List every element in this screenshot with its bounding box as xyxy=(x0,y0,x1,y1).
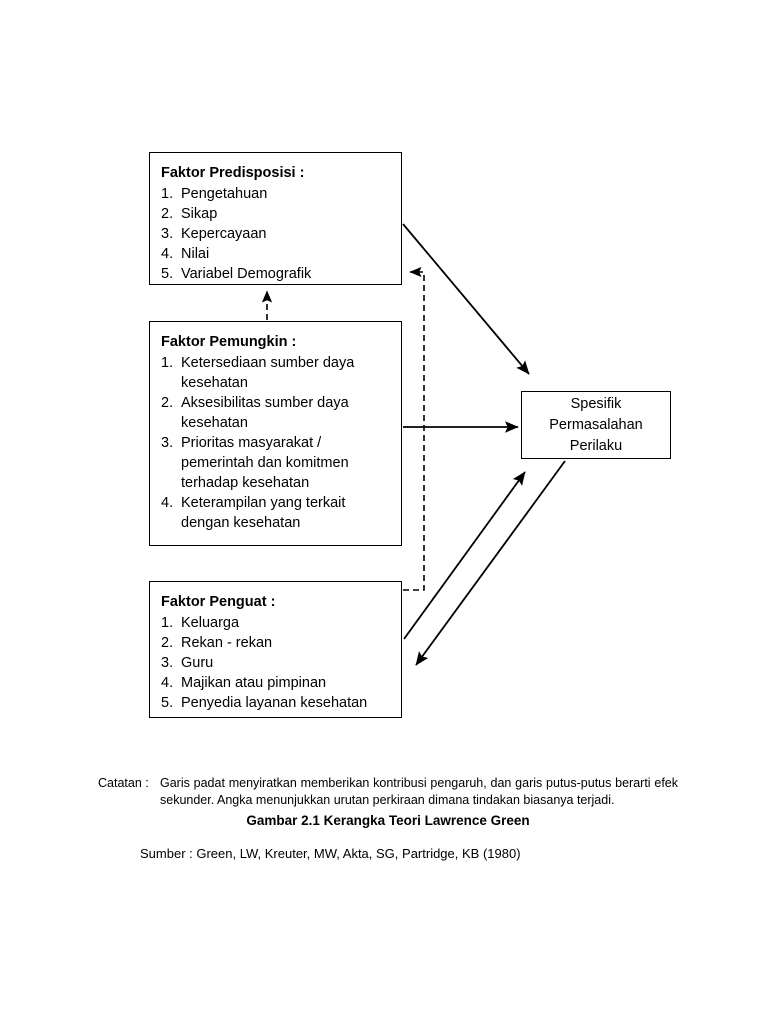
list-item-number: 4. xyxy=(161,246,174,262)
list-predisposisi: 1. Pengetahuan 2. Sikap 3. Kepercayaan 4. Ni… xyxy=(161,184,401,284)
list-item: 5. Penyedia layanan kesehatan xyxy=(161,693,401,713)
list-item-number: 4. xyxy=(161,675,174,691)
list-item-number: 3. xyxy=(161,655,174,671)
list-item: 4. Majikan atau pimpinan xyxy=(161,673,401,693)
list-item-number: 4. xyxy=(161,495,174,511)
list-item-text: Prioritas masyarakat / pemerintah dan ko… xyxy=(181,435,349,491)
note-body: Garis padat menyiratkan memberikan kontr… xyxy=(160,776,678,807)
connector-spesifik-to-penguat xyxy=(415,460,566,666)
list-item-text: Aksesibilitas sumber daya kesehatan xyxy=(181,395,349,431)
list-pemungkin: 1. Ketersediaan sumber daya kesehatan 2. A… xyxy=(161,353,401,533)
spesifik-line-2: Permasalahan xyxy=(549,416,643,433)
list-item-text: Penyedia layanan kesehatan xyxy=(181,695,368,711)
list-item-number: 1. xyxy=(161,615,174,631)
box-spesifik-permasalahan-perilaku: Spesifik Permasalahan Perilaku xyxy=(521,391,671,459)
list-item: 5. Variabel Demografik xyxy=(161,264,401,284)
connector-predisposisi-to-spesifik xyxy=(402,223,530,375)
list-item-text: Nilai xyxy=(181,246,210,262)
list-item-number: 2. xyxy=(161,395,174,411)
figure-note: Catatan : Garis padat menyiratkan member… xyxy=(98,775,678,809)
list-item-text: Pengetahuan xyxy=(181,186,268,202)
list-item: 3. Prioritas masyarakat / pemerintah dan … xyxy=(161,433,401,493)
note-label: Catatan : xyxy=(98,776,149,790)
list-item: 4. Keterampilan yang terkait dengan keseh… xyxy=(161,493,401,533)
list-item: 4. Nilai xyxy=(161,244,401,264)
list-item: 1. Keluarga xyxy=(161,613,401,633)
list-item-text: Sikap xyxy=(181,206,218,222)
list-item-text: Keluarga xyxy=(181,615,240,631)
list-item-text: Keterampilan yang terkait dengan kesehat… xyxy=(181,495,346,531)
list-item-text: Majikan atau pimpinan xyxy=(181,675,327,691)
list-item: 3. Kepercayaan xyxy=(161,224,401,244)
list-item-text: Rekan - rekan xyxy=(181,635,273,651)
list-item-text: Guru xyxy=(181,655,214,671)
figure-title: Gambar 2.1 Kerangka Teori Lawrence Green xyxy=(246,813,530,828)
list-item-number: 3. xyxy=(161,435,174,451)
connector-penguat-to-spesifik xyxy=(403,471,526,640)
spesifik-line-1: Spesifik xyxy=(570,395,622,412)
list-item: 1. Ketersediaan sumber daya kesehatan xyxy=(161,353,401,393)
spesifik-line-3: Perilaku xyxy=(569,437,623,454)
list-item-number: 5. xyxy=(161,266,174,282)
list-item-number: 1. xyxy=(161,186,174,202)
list-item: 2. Rekan - rekan xyxy=(161,633,401,653)
list-item-text: Ketersediaan sumber daya kesehatan xyxy=(181,355,355,391)
list-item-text: Kepercayaan xyxy=(181,226,267,242)
connector-spesifik-feedback-to-predisposisi xyxy=(403,266,425,591)
list-item: 1. Pengetahuan xyxy=(161,184,401,204)
box-title-pemungkin: Faktor Pemungkin : xyxy=(161,334,297,350)
list-item: 3. Guru xyxy=(161,653,401,673)
list-item: 2. Aksesibilitas sumber daya kesehatan xyxy=(161,393,401,433)
list-item-number: 1. xyxy=(161,355,174,371)
box-faktor-pemungkin: Faktor Pemungkin : 1. Ketersediaan sumber… xyxy=(149,321,402,546)
list-item-number: 2. xyxy=(161,635,174,651)
box-title-predisposisi: Faktor Predisposisi : xyxy=(161,165,305,181)
box-faktor-penguat: Faktor Penguat : 1. Keluarga 2. Rekan - re… xyxy=(149,581,402,718)
list-item-number: 2. xyxy=(161,206,174,222)
figure-source: Sumber : Green, LW, Kreuter, MW, Akta, S… xyxy=(140,846,521,861)
list-item-number: 5. xyxy=(161,695,174,711)
list-item-text: Variabel Demografik xyxy=(181,266,312,282)
box-title-penguat: Faktor Penguat : xyxy=(161,594,276,610)
list-penguat: 1. Keluarga 2. Rekan - rekan 3. Guru 4. Maji… xyxy=(161,613,401,713)
list-item: 2. Sikap xyxy=(161,204,401,224)
box-faktor-predisposisi: Faktor Predisposisi : 1. Pengetahuan 2. Si… xyxy=(149,152,402,285)
list-item-number: 3. xyxy=(161,226,174,242)
